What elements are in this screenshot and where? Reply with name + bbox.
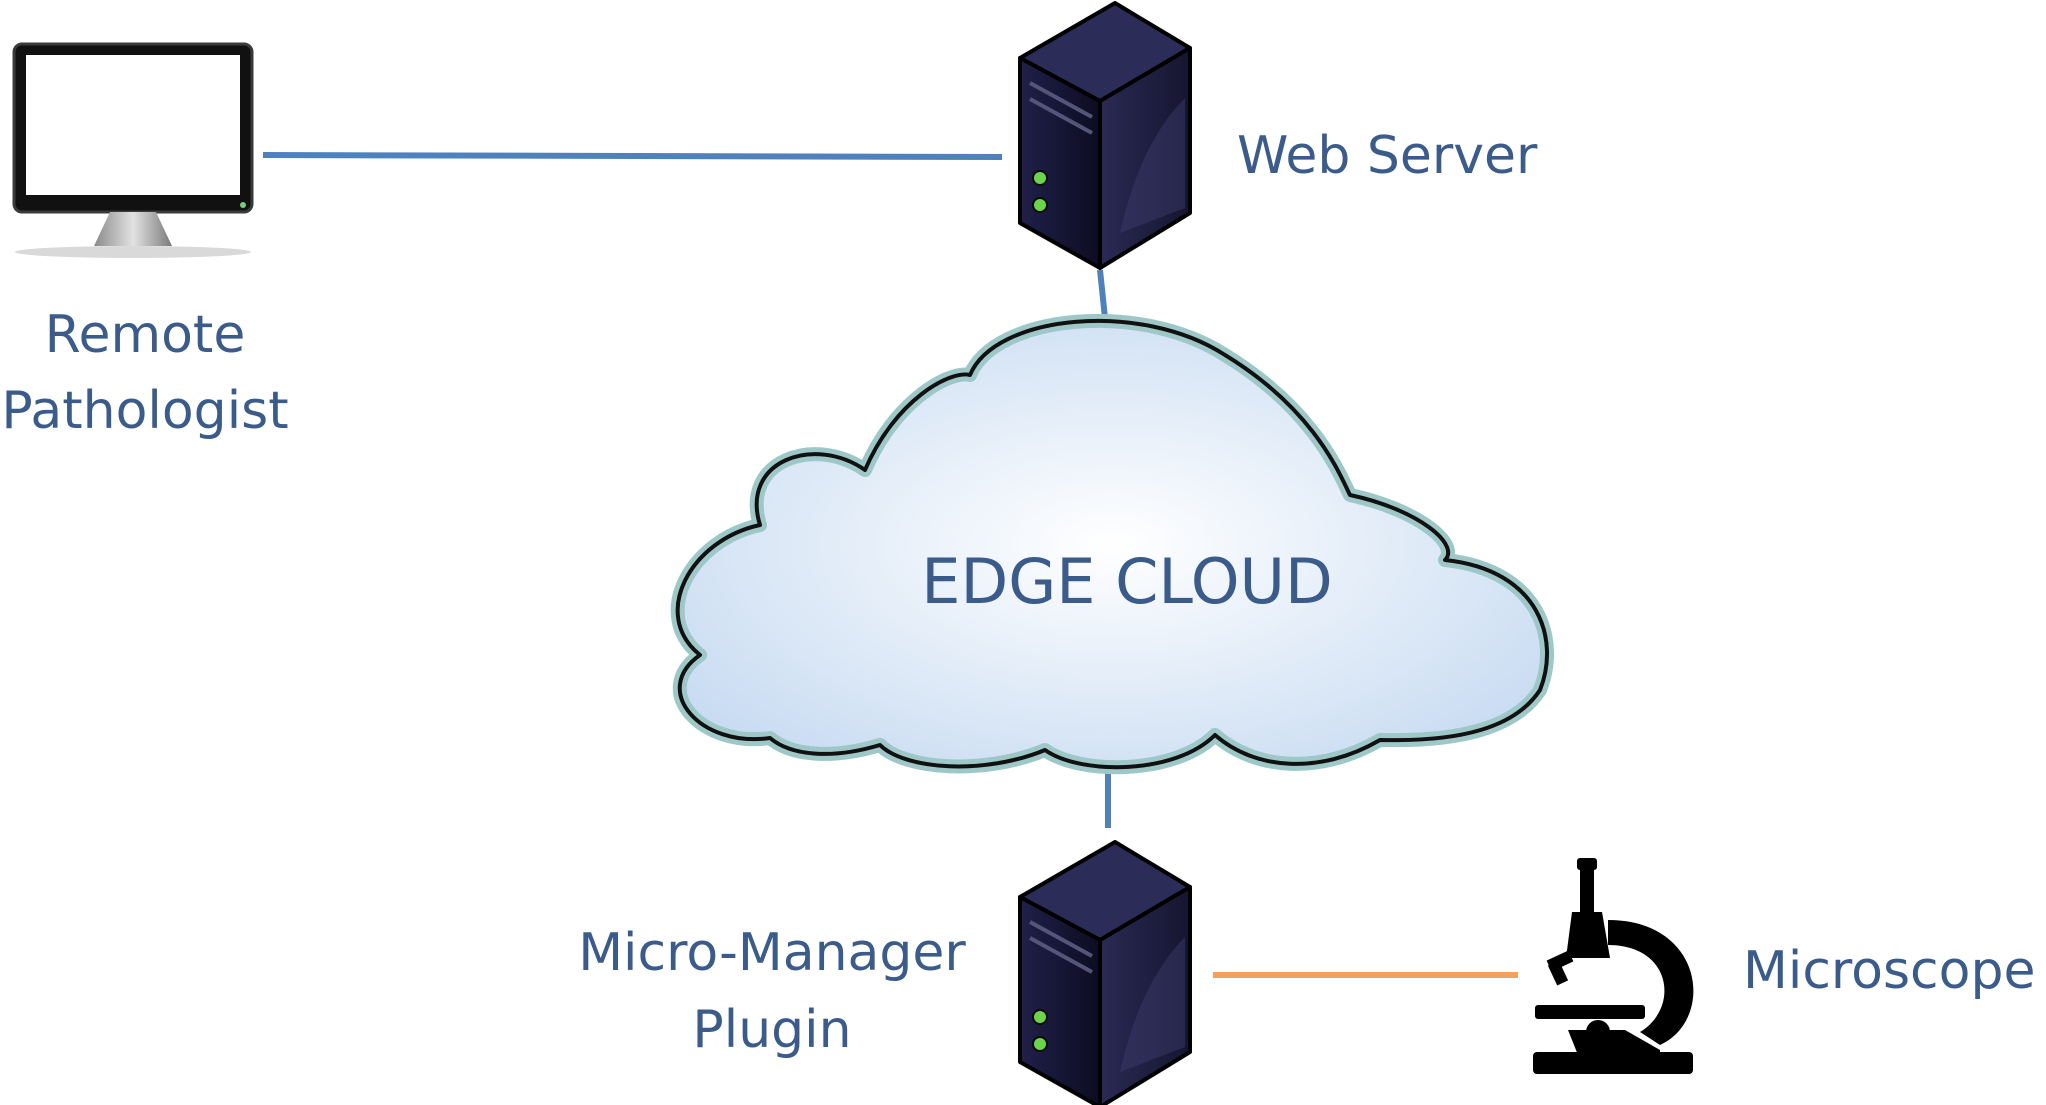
plugin-label-line2: Plugin xyxy=(692,1000,851,1060)
edge-cloud-label: EDGE CLOUD xyxy=(921,545,1332,618)
microscope-label: Microscope xyxy=(1743,941,2035,1001)
link-monitor-webserver xyxy=(262,152,1003,160)
plugin-server-icon xyxy=(1018,840,1192,1105)
remote-pathologist-label-line1: Remote xyxy=(45,305,246,365)
monitor-icon xyxy=(12,42,254,258)
microscope-icon xyxy=(1533,858,1694,1074)
web-server-icon xyxy=(1018,1,1192,270)
remote-pathologist-label-line2: Pathologist xyxy=(1,381,288,441)
edge-cloud-icon xyxy=(670,313,1554,775)
web-server-label: Web Server xyxy=(1237,126,1538,186)
plugin-label-line1: Micro-Manager xyxy=(578,923,966,983)
link-webserver-cloud xyxy=(1097,269,1108,319)
